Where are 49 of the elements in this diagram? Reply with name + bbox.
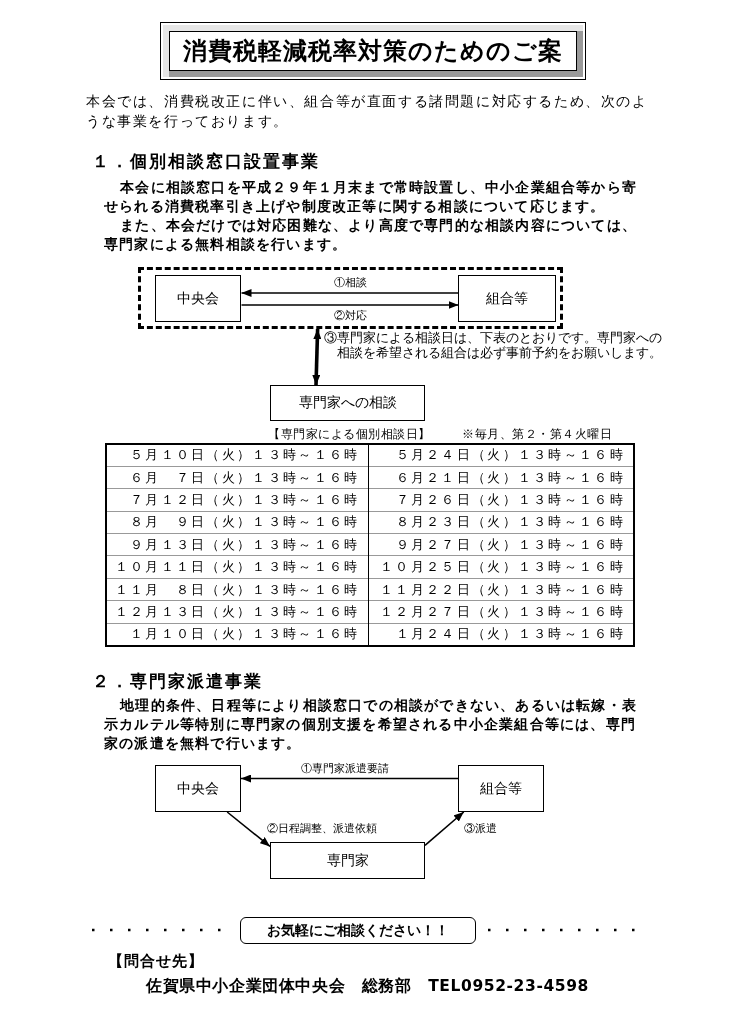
- table-cell: ５月２４日（火）１３時～１６時: [368, 444, 634, 467]
- body-paragraph: 本会に相談窓口を平成２９年１月末まで常時設置し、中小企業組合等から寄せられる消費税率引き上げや制度改正等に関する相談について応じます。: [104, 178, 638, 216]
- table-cell: １月２４日（火）１３時～１６時: [368, 623, 634, 646]
- process-box: 中央会: [155, 765, 241, 812]
- table-cell: ８月 ９日（火）１３時～１６時: [106, 511, 368, 534]
- table-cell: ８月２３日（火）１３時～１６時: [368, 511, 634, 534]
- edge-label: ③専門家による相談日は、下表のとおりです。専門家への相談を希望される組合は必ず事前予約をお願いします。: [324, 330, 663, 360]
- table-cell: ６月２１日（火）１３時～１６時: [368, 466, 634, 489]
- table-cell: １０月１１日（火）１３時～１６時: [106, 555, 368, 579]
- table-cell: ５月１０日（火）１３時～１６時: [106, 444, 368, 467]
- process-box: 中央会: [155, 275, 241, 322]
- table-cell: ７月２６日（火）１３時～１６時: [368, 488, 634, 512]
- table-cell: ９月２７日（火）１３時～１６時: [368, 533, 634, 556]
- section-heading: ２．専門家派遣事業: [92, 670, 264, 693]
- process-box: 専門家への相談: [270, 385, 425, 421]
- table-cell: １月１０日（火）１３時～１６時: [106, 623, 368, 646]
- table-caption: 【専門家による個別相談日】: [268, 426, 432, 443]
- edge-label: ③派遣: [461, 822, 499, 835]
- body-paragraph: 地理的条件、日程等により相談窓口での相談ができない、あるいは転嫁・表示カルテル等特別に専門家の個別支援を希望される中小企業組合等には、専門家の派遣を無料で行います。: [104, 696, 638, 753]
- table-cell: １１月２２日（火）１３時～１６時: [368, 578, 634, 601]
- edge-label: ①相談: [331, 276, 369, 289]
- callout-box: お気軽にご相談ください！！: [240, 917, 476, 944]
- process-box: 組合等: [458, 765, 544, 812]
- contact-heading: 【問合せ先】: [108, 952, 205, 971]
- table-cell: ９月１３日（火）１３時～１６時: [106, 533, 368, 556]
- table-cell: ７月１２日（火）１３時～１６時: [106, 488, 368, 512]
- table-cell: １１月 ８日（火）１３時～１６時: [106, 578, 368, 601]
- arrow: [240, 289, 460, 297]
- edge-label: ②日程調整、派遣依頼: [265, 822, 379, 835]
- intro-paragraph: 本会では、消費税改正に伴い、組合等が直面する諸問題に対応するため、次のような事業を行っております。: [86, 92, 649, 131]
- table-cell: ６月 ７日（火）１３時～１６時: [106, 466, 368, 489]
- arrow: [226, 811, 271, 848]
- title-banner: 消費税軽減税率対策のためのご案: [160, 22, 586, 80]
- contact-line: 佐賀県中小企業団体中央会 総務部 TEL0952-23-4598: [146, 976, 590, 997]
- section-heading: １．個別相談窓口設置事業: [92, 150, 321, 173]
- edge-label: ①専門家派遣要請: [299, 762, 391, 775]
- arrow: [240, 301, 460, 309]
- table-cell: １０月２５日（火）１３時～１６時: [368, 555, 634, 579]
- arrow: [312, 328, 322, 386]
- process-box: 組合等: [458, 275, 556, 322]
- edge-label: ②対応: [331, 309, 369, 322]
- arrow: [240, 774, 459, 783]
- dashed-group-box: [138, 267, 563, 329]
- arrow: [424, 811, 465, 847]
- table-note: ※毎月、第２・第４火曜日: [462, 426, 613, 443]
- table-cell: １２月２７日（火）１３時～１６時: [368, 600, 634, 624]
- table-cell: １２月１３日（火）１３時～１６時: [106, 600, 368, 624]
- body-paragraph: また、本会だけでは対応困難な、より高度で専門的な相談内容については、専門家による無料相談を行います。: [104, 216, 638, 254]
- process-box: 専門家: [270, 842, 425, 879]
